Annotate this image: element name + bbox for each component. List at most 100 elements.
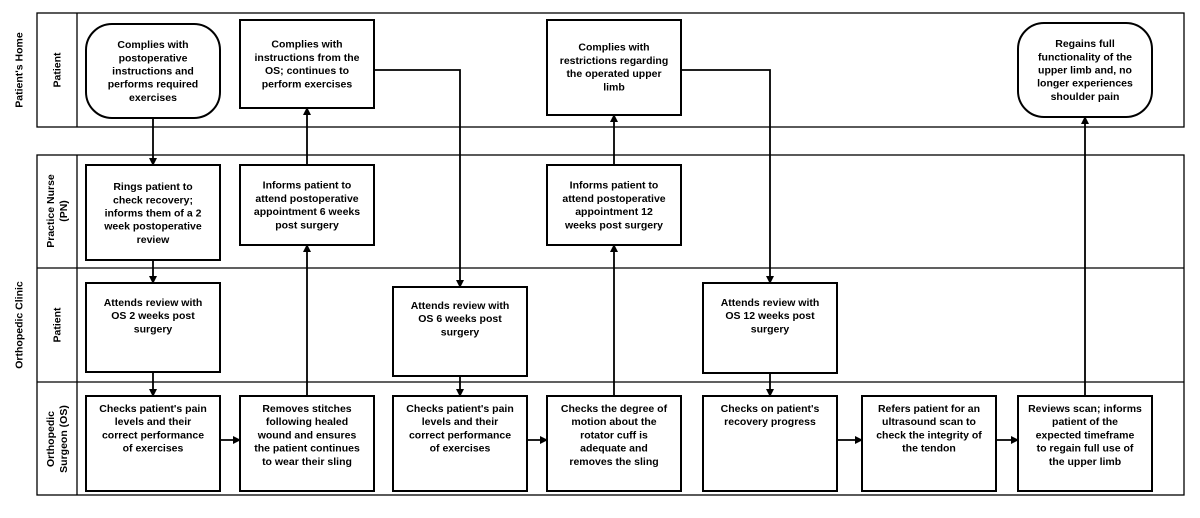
text-line: (PN): [58, 200, 70, 222]
text-line: postoperative: [119, 52, 188, 64]
text-line: Checks patient's pain: [99, 403, 207, 415]
text-line: the tendon: [902, 443, 956, 455]
text-line: wound and ensures: [257, 429, 357, 441]
text-line: levels and their: [115, 416, 191, 428]
text-line: the patient continues: [254, 443, 360, 455]
edge-home2-cp2: [374, 69, 464, 288]
text-line: restrictions regarding: [560, 55, 669, 67]
process-shape: [546, 164, 682, 246]
text-line: attend postoperative: [255, 193, 358, 205]
process-shape: [392, 395, 528, 492]
process-shape: [546, 395, 682, 492]
text-line: weeks post surgery: [564, 219, 663, 231]
text-line: shoulder pain: [1051, 91, 1120, 103]
text-line: of exercises: [430, 443, 491, 455]
lane-label-clinic-patient: Patient: [52, 307, 64, 343]
text-line: OS 2 weeks post: [111, 310, 195, 322]
text-line: performs required: [108, 79, 198, 91]
process-shape: [392, 286, 528, 377]
text-line: Checks on patient's: [721, 403, 820, 415]
text-line: OS; continues to: [265, 65, 349, 77]
lane-labels: Patient's Home Orthopedic Clinic Patient…: [14, 32, 71, 473]
text-line: check recovery;: [113, 194, 193, 206]
lane-label-home-group: Patient's Home: [14, 32, 26, 108]
text-line: surgery: [441, 326, 480, 338]
text-line: of exercises: [123, 443, 184, 455]
text-line: Complies with: [271, 39, 342, 51]
text-line: following healed: [266, 416, 348, 428]
text-line: instructions and: [112, 66, 194, 78]
text-line: OS 12 weeks post: [725, 310, 815, 322]
process-shape: [85, 282, 221, 373]
process-shape: [239, 395, 375, 492]
text-line: Informs patient to: [570, 180, 659, 192]
process-shape: [85, 164, 221, 261]
text-line: informs them of a 2: [105, 208, 202, 220]
text-line: Complies with: [117, 39, 188, 51]
text-line: surgery: [751, 323, 790, 335]
process-shape: [861, 395, 997, 492]
text-line: rotator cuff is: [580, 429, 648, 441]
text-line: Orthopedic: [45, 411, 57, 467]
clinic-frame: [36, 154, 1185, 496]
text-line: limb: [603, 81, 625, 93]
lane-label-practice-nurse: Practice Nurse(PN): [45, 174, 70, 248]
text-line: correct performance: [409, 429, 511, 441]
lane-frames: [36, 12, 1185, 496]
text-line: to wear their sling: [262, 456, 352, 468]
text-line: motion about the: [571, 416, 656, 428]
process-shape: [702, 395, 838, 492]
text-line: Reviews scan; informs: [1028, 403, 1142, 415]
text-line: appointment 12: [575, 206, 653, 218]
text-line: upper limb and, no: [1038, 65, 1132, 77]
lane-label-home-patient: Patient: [52, 52, 64, 88]
text-line: the operated upper: [566, 68, 661, 80]
text-line: Attends review with: [411, 300, 510, 312]
connectors: [149, 69, 1089, 444]
text-line: Rings patient to: [113, 181, 192, 193]
text-line: Patient: [52, 52, 64, 88]
text-line: perform exercises: [262, 78, 353, 90]
text-line: Orthopedic Clinic: [14, 281, 26, 369]
text-line: Checks patient's pain: [406, 403, 514, 415]
text-line: Attends review with: [721, 297, 820, 309]
home-frame: [36, 12, 1185, 128]
text-line: Complies with: [578, 42, 649, 54]
text-line: review: [137, 234, 171, 246]
process-shape: [1017, 395, 1153, 492]
text-line: Practice Nurse: [45, 174, 57, 248]
text-line: attend postoperative: [562, 193, 665, 205]
text-line: expected timeframe: [1036, 429, 1135, 441]
text-line: Patient: [52, 307, 64, 343]
text-line: surgery: [134, 323, 173, 335]
text-line: levels and their: [422, 416, 498, 428]
